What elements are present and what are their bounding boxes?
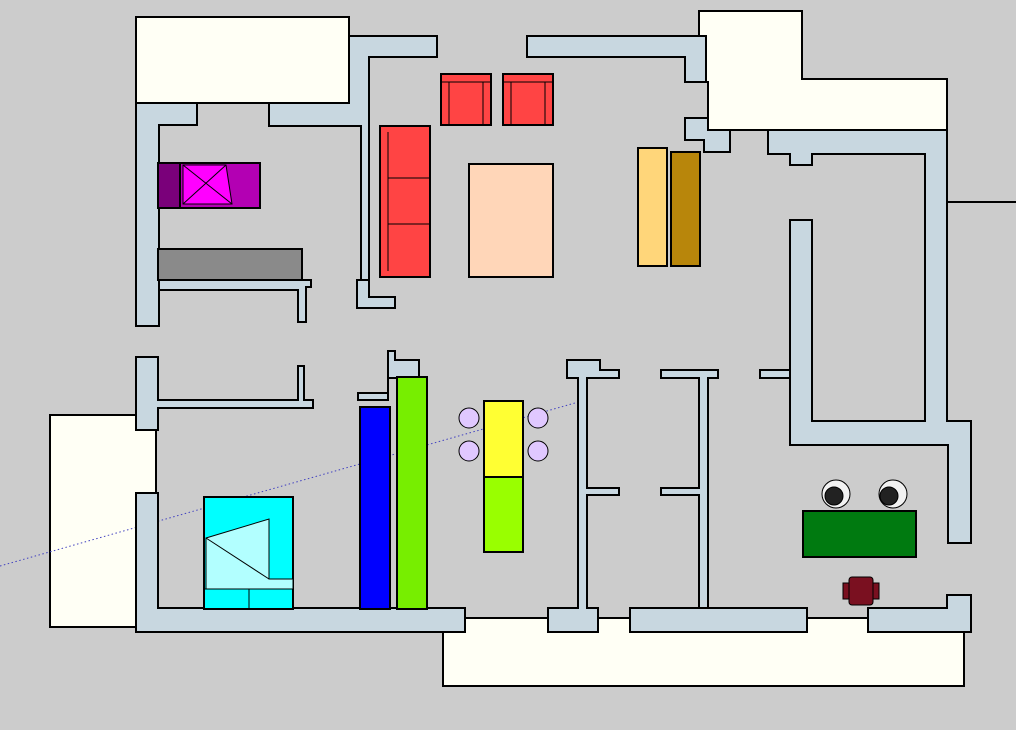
office-chairs[interactable] [821, 479, 908, 509]
wall-top-mid-right [526, 35, 707, 83]
dining-set[interactable] [483, 400, 524, 553]
wall-closet-corner [356, 279, 396, 309]
dining-table-bottom [483, 476, 524, 553]
dining-chair [527, 440, 549, 462]
dining-chair [458, 407, 480, 429]
wall-corridor-left [547, 359, 620, 633]
dining-chairs[interactable] [458, 407, 549, 462]
kitchen-cabinets[interactable] [637, 147, 701, 267]
wall-kitchen-corner [684, 117, 731, 153]
wall-bottom-left [135, 492, 466, 633]
wall-corridor-right-stub [759, 369, 791, 379]
dining-chair [458, 440, 480, 462]
wall-bedroom1-bottom [158, 279, 312, 323]
wall-bottom-mid [629, 607, 808, 633]
cabinet-light [637, 147, 668, 267]
wall-bedroom2-top [135, 356, 314, 431]
sofa-set[interactable] [379, 73, 554, 278]
bedroom1-shelf[interactable] [157, 248, 303, 281]
wall-bedroom1-top [135, 102, 198, 327]
wall-wardrobe-post [357, 350, 420, 401]
coffee-table[interactable] [468, 163, 554, 278]
double-bed[interactable] [203, 496, 294, 610]
interior-walls [135, 35, 972, 633]
wall-top-mid-left [268, 35, 438, 281]
dining-chair [527, 407, 549, 429]
single-bed[interactable] [157, 162, 261, 209]
wall-bottom-right [867, 594, 972, 633]
cabinet-dark [670, 151, 701, 267]
wardrobe-blue[interactable] [359, 406, 391, 610]
dining-table-top [483, 400, 524, 478]
office-desk[interactable] [802, 510, 917, 558]
exterior-top-right [698, 10, 948, 131]
red-chair[interactable] [842, 576, 880, 606]
wardrobe-green[interactable] [396, 376, 428, 610]
wall-right-top [767, 129, 972, 544]
wall-corridor-mid [660, 369, 719, 609]
single-bed-pillow [157, 162, 181, 209]
